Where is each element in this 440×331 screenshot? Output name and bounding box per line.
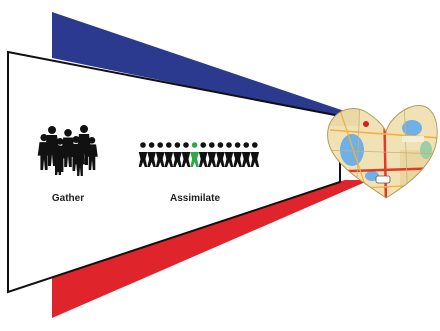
chain-person-icon xyxy=(216,142,225,167)
chain-person-icon xyxy=(147,142,156,167)
assimilate-label: Assimilate xyxy=(170,193,220,204)
blue-band xyxy=(52,12,365,118)
person-icon xyxy=(61,129,75,167)
chain-person-icon xyxy=(155,142,165,167)
chain-person-icon xyxy=(250,142,260,167)
person-icon xyxy=(86,137,98,170)
chain-person-icon xyxy=(181,142,191,167)
chain-person-icon xyxy=(224,142,234,167)
person-icon xyxy=(74,147,86,176)
red-band xyxy=(52,180,370,318)
chain-person-icon xyxy=(164,142,174,167)
chain-person-icon xyxy=(233,142,242,167)
chain-person-icon xyxy=(241,142,251,167)
chain-person-icon xyxy=(207,142,217,167)
people-group-icon xyxy=(37,125,98,176)
funnel-shape xyxy=(7,50,341,294)
highlighted-person-icon xyxy=(190,142,199,167)
gather-label: Gather xyxy=(52,193,84,204)
paper-chain-people-icon xyxy=(138,142,260,167)
chain-person-icon xyxy=(173,142,182,167)
person-icon xyxy=(52,145,64,175)
chain-person-icon xyxy=(198,142,208,167)
chain-person-icon xyxy=(138,142,148,167)
